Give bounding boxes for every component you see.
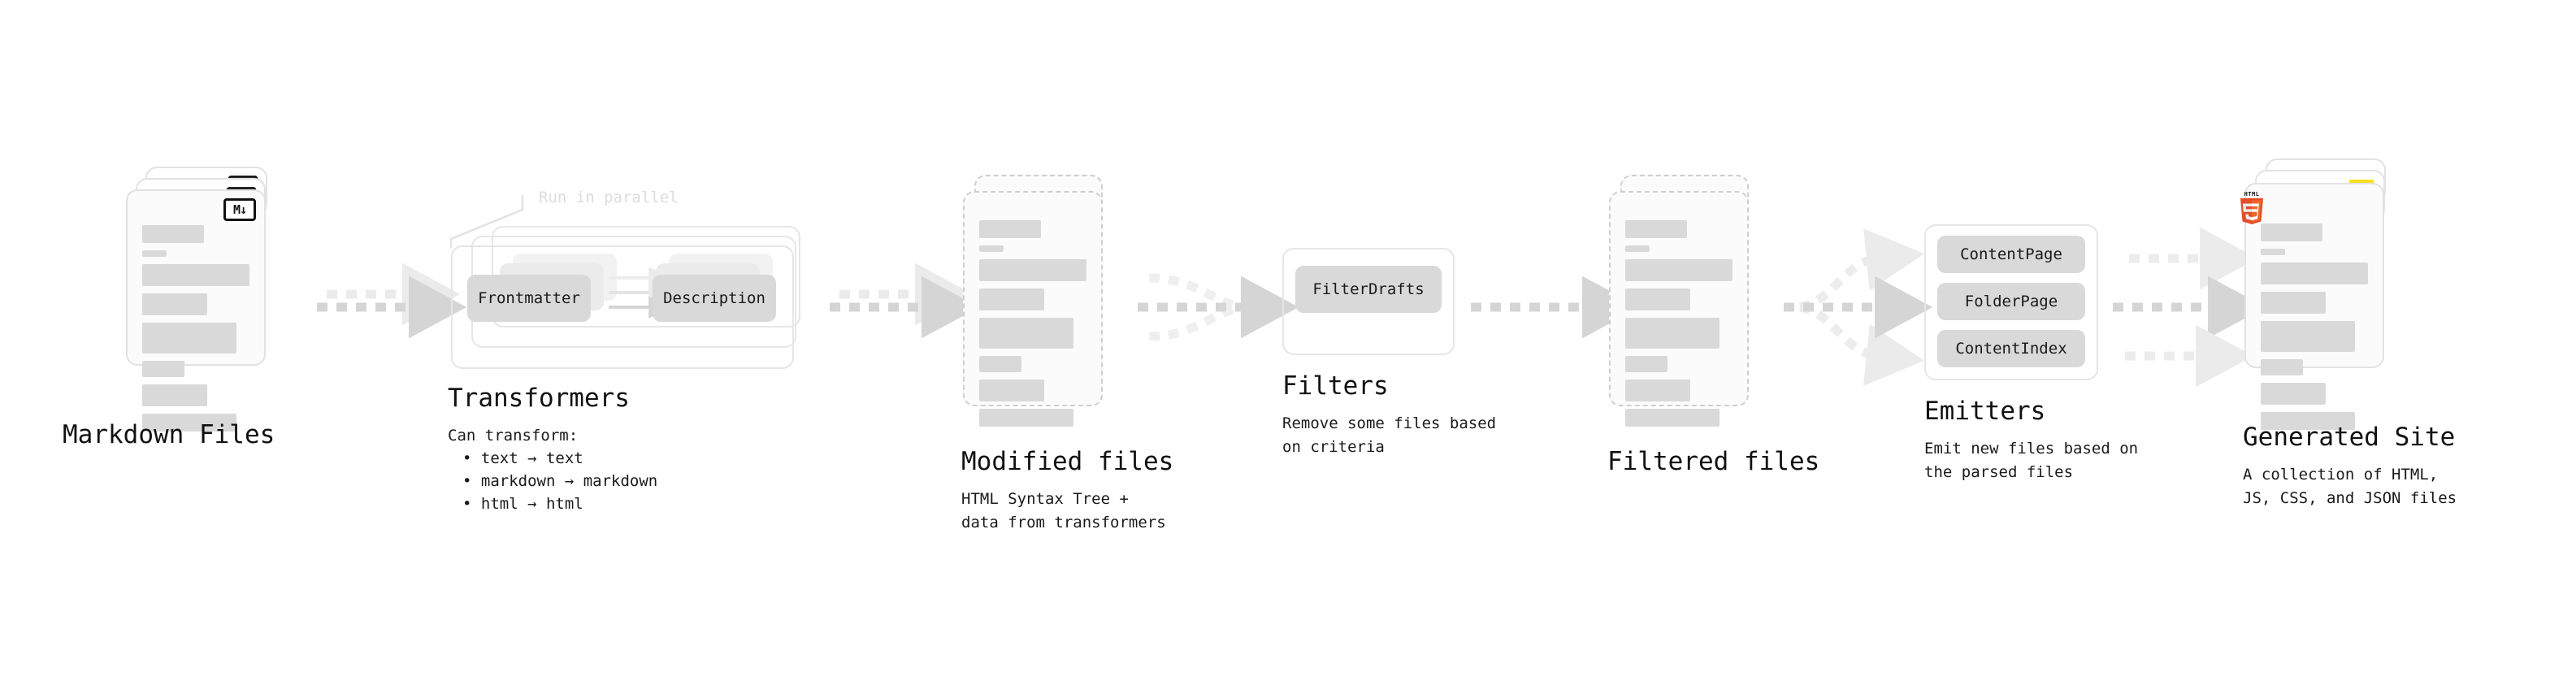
transformers-box-front xyxy=(451,245,794,369)
generated-site-subtitle: A collection of HTML, JS, CSS, and JSON … xyxy=(2243,466,2457,507)
arrow-markdown-to-transformers xyxy=(317,262,467,339)
modified-doc-front xyxy=(963,191,1103,427)
skeleton-bar xyxy=(2261,412,2355,430)
skeleton-bar xyxy=(142,250,167,257)
skeleton-bar xyxy=(979,409,1073,427)
run-in-parallel-note: Run in parallel xyxy=(539,189,679,206)
skeleton-bar xyxy=(2261,292,2326,314)
skeleton-bar xyxy=(142,225,204,243)
transformers-bullet-2: • html → html xyxy=(462,495,583,513)
skeleton-bar xyxy=(979,288,1044,310)
skeleton-bar xyxy=(1625,356,1667,372)
skeleton-bar xyxy=(979,259,1086,281)
transformers-bullet-1: • markdown → markdown xyxy=(462,472,658,490)
emitters-title: Emitters xyxy=(1924,397,2046,426)
parallel-leader-line xyxy=(449,195,524,249)
filtered-doc-front xyxy=(1609,191,1749,427)
markdown-skeleton xyxy=(142,225,251,439)
filter-chip-filterdrafts[interactable]: FilterDrafts xyxy=(1295,266,1442,313)
skeleton-bar xyxy=(979,318,1073,349)
skeleton-bar xyxy=(2261,321,2355,352)
site-doc-front: HTML xyxy=(2240,183,2384,430)
transformers-subtitle-lead: Can transform: xyxy=(448,427,579,445)
emitter-chip-contentindex[interactable]: ContentIndex xyxy=(1937,330,2085,367)
html5-shield-icon xyxy=(2240,198,2263,224)
transformer-inner-arrows xyxy=(609,268,670,319)
arrow-filtered-to-emitters xyxy=(1784,228,1933,386)
arrow-modified-to-filters xyxy=(1138,273,1299,341)
skeleton-bar xyxy=(979,356,1021,372)
arrow-emitters-to-site xyxy=(2113,227,2266,388)
skeleton-bar xyxy=(2261,359,2303,375)
filtered-files-title: Filtered files xyxy=(1607,447,1820,476)
transformer-chip-description[interactable]: Description xyxy=(653,275,776,322)
transformer-chip-frontmatter[interactable]: Frontmatter xyxy=(467,275,591,322)
filtered-skeleton xyxy=(1625,220,1734,434)
markdown-files-title: Markdown Files xyxy=(63,420,275,449)
filters-box xyxy=(1282,248,1455,355)
skeleton-bar xyxy=(979,220,1041,238)
filters-subtitle: Remove some files based on criteria xyxy=(1282,414,1497,456)
skeleton-bar xyxy=(1625,288,1690,310)
filters-title: Filters xyxy=(1282,371,1389,401)
modified-files-title: Modified files xyxy=(961,447,1174,476)
emitter-chip-contentpage[interactable]: ContentPage xyxy=(1937,236,2085,273)
emitters-box xyxy=(1924,224,2098,380)
skeleton-bar xyxy=(142,264,249,286)
site-skeleton xyxy=(2261,223,2370,437)
skeleton-bar xyxy=(142,414,236,432)
skeleton-bar xyxy=(142,361,184,377)
generated-site-title: Generated Site xyxy=(2243,423,2456,452)
skeleton-bar xyxy=(1625,409,1720,427)
transformers-title: Transformers xyxy=(448,384,630,413)
skeleton-bar xyxy=(2261,262,2368,284)
transformers-bullet-0: • text → text xyxy=(462,449,583,467)
skeleton-bar xyxy=(1625,318,1720,349)
modified-skeleton xyxy=(979,220,1088,434)
skeleton-bar xyxy=(142,384,207,406)
arrow-transformers-to-modified xyxy=(830,262,980,339)
skeleton-bar xyxy=(2261,249,2285,255)
skeleton-bar xyxy=(2261,223,2322,241)
skeleton-bar xyxy=(1625,220,1687,238)
markdown-doc-front: M↓ xyxy=(126,189,266,432)
skeleton-bar xyxy=(1625,245,1650,252)
skeleton-bar xyxy=(979,245,1004,252)
emitter-chip-folderpage[interactable]: FolderPage xyxy=(1937,283,2085,320)
markdown-badge: M↓ xyxy=(223,198,256,221)
html5-badge: HTML xyxy=(2238,191,2266,225)
skeleton-bar xyxy=(979,380,1044,401)
modified-files-subtitle: HTML Syntax Tree + data from transformer… xyxy=(961,490,1166,531)
skeleton-bar xyxy=(142,293,207,315)
emitters-subtitle: Emit new files based on the parsed files xyxy=(1924,440,2139,481)
skeleton-bar xyxy=(142,323,236,354)
html5-badge-word: HTML xyxy=(2244,191,2260,197)
skeleton-bar xyxy=(1625,259,1733,281)
skeleton-bar xyxy=(2261,383,2326,405)
skeleton-bar xyxy=(1625,380,1690,401)
